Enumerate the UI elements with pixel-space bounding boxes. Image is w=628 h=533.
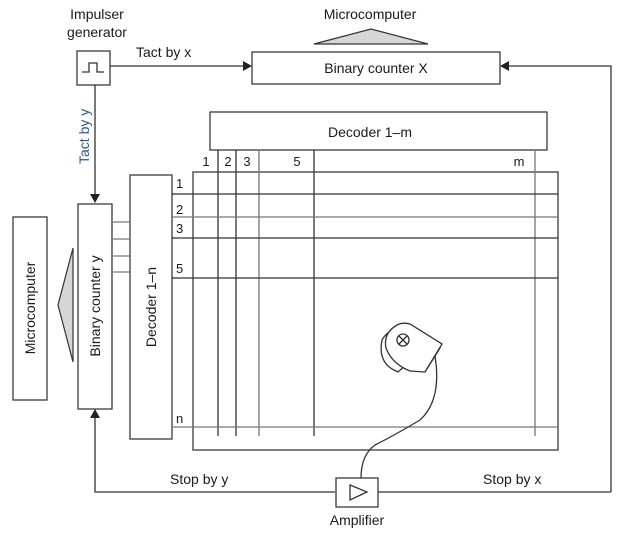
microcomputer-left-label: Microcomputer [22, 261, 38, 354]
decoder-1-n [129, 174, 173, 440]
arrow-head-icon [90, 409, 100, 418]
pulse-icon [82, 62, 104, 73]
column-label-2: 2 [224, 154, 231, 169]
column-label-3: 3 [243, 154, 250, 169]
sensor-matrix-frame [192, 171, 559, 451]
counter-decoder-bus [112, 221, 130, 273]
row-label-2: 2 [176, 202, 183, 217]
impulser-generator [76, 50, 111, 86]
row-label-5: 5 [176, 261, 183, 276]
decoder-1-m [209, 111, 548, 151]
tact-by-y-label: Tact by y [76, 109, 92, 164]
tact-by-x-label: Tact by x [136, 44, 191, 60]
binary-counter-x-label: Binary counter X [324, 60, 428, 76]
amplifier-triangle-icon [349, 484, 369, 502]
arrow-head-icon [500, 61, 509, 71]
impulser-generator-label-line1: Impulser [70, 6, 124, 22]
binary-counter-x [251, 51, 501, 85]
column-label-m: m [514, 154, 525, 169]
decoder-1-m-label: Decoder 1–m [328, 124, 412, 140]
row-label-3: 3 [176, 221, 183, 236]
stop-by-y-label: Stop by y [170, 471, 228, 487]
binary-counter-y [77, 203, 113, 410]
stop-by-y-return-line [94, 418, 335, 493]
light-pen-sensor-icon [380, 322, 443, 373]
microcomputer-left [12, 216, 48, 401]
arrow-head-icon [90, 194, 100, 203]
row-label-1: 1 [176, 176, 183, 191]
stop-by-x-return-line [508, 65, 612, 492]
sensor-cable [360, 355, 438, 479]
data-bus-arrow-icon [57, 247, 74, 363]
data-bus-arrow-icon [313, 28, 429, 45]
microcomputer-top-label: Microcomputer [324, 6, 417, 22]
row-label-n: n [176, 411, 183, 426]
amplifier-label: Amplifier [330, 512, 385, 528]
stop-by-x-label: Stop by x [483, 471, 541, 487]
row-lines [172, 193, 558, 428]
arrow-head-icon [243, 61, 252, 71]
column-label-5: 5 [293, 154, 300, 169]
column-label-1: 1 [202, 154, 209, 169]
impulser-generator-label-line2: generator [67, 24, 127, 40]
column-lines [217, 150, 536, 436]
binary-counter-y-label: Binary counter y [87, 255, 103, 356]
amplifier [335, 477, 379, 508]
decoder-1-n-label: Decoder 1–n [143, 267, 159, 347]
